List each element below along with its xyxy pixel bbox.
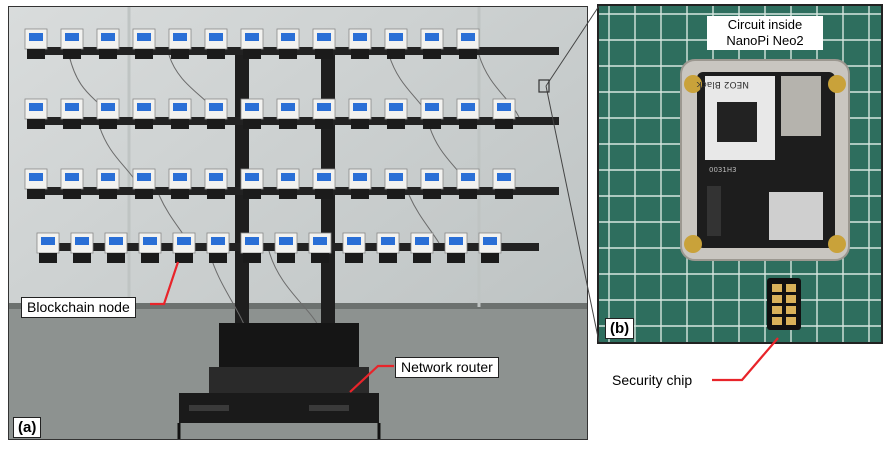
node-device (132, 98, 156, 129)
testbed-photo: Blockchain node Network router (a) (8, 6, 588, 440)
node-device (348, 28, 372, 59)
blockchain-node-label: Blockchain node (21, 297, 136, 318)
node-device (240, 168, 264, 199)
node-device (312, 98, 336, 129)
network-router-label: Network router (395, 357, 499, 378)
node-device (96, 28, 120, 59)
node-device (172, 232, 196, 263)
node-device (342, 232, 366, 263)
node-device (168, 98, 192, 129)
serial-text: 0031H3 (709, 166, 737, 174)
node-device (456, 28, 480, 59)
node-device (204, 28, 228, 59)
chip-pad (772, 317, 782, 325)
testbed-photo-drawing (9, 7, 587, 439)
pin-header (707, 186, 721, 236)
standoff (684, 75, 702, 93)
node-device (456, 168, 480, 199)
panel-a-tag: (a) (13, 417, 42, 438)
node-device (60, 28, 84, 59)
security-chip-pads (772, 284, 796, 325)
node-device (240, 28, 264, 59)
chip-pad (786, 295, 796, 303)
node-device (96, 98, 120, 129)
node-device (240, 232, 264, 263)
node-device (96, 168, 120, 199)
cutting-mat-drawing: NEO2 Black 0031H3 (599, 6, 881, 342)
node-device (420, 168, 444, 199)
node-device (456, 98, 480, 129)
sd-card-slot (769, 192, 823, 240)
node-device (478, 232, 502, 263)
node-device (312, 168, 336, 199)
node-device (444, 232, 468, 263)
node-device (410, 232, 434, 263)
chip-pad (786, 284, 796, 292)
board-text: NEO2 Black (696, 79, 749, 89)
node-device (132, 28, 156, 59)
panel-b-tag: (b) (605, 318, 635, 339)
node-device (308, 232, 332, 263)
node-device (492, 98, 516, 129)
node-device (168, 28, 192, 59)
standoff (684, 235, 702, 253)
usb-port (781, 76, 821, 136)
chip-pad (772, 306, 782, 314)
node-device (384, 98, 408, 129)
node-device (132, 168, 156, 199)
standoff (828, 75, 846, 93)
node-device (70, 232, 94, 263)
node-device (60, 98, 84, 129)
node-device (376, 232, 400, 263)
node-device (276, 168, 300, 199)
node-device (138, 232, 162, 263)
chip-pad (772, 284, 782, 292)
node-device (24, 28, 48, 59)
node-device (274, 232, 298, 263)
node-device (384, 168, 408, 199)
node-device (312, 28, 336, 59)
chip-pad (786, 317, 796, 325)
qr-code (717, 102, 757, 142)
node-device (240, 98, 264, 129)
node-device (204, 98, 228, 129)
node-device (348, 98, 372, 129)
chip-pad (772, 295, 782, 303)
node-device (384, 28, 408, 59)
nanopi-closeup-photo: NEO2 Black 0031H3 Circuit inside NanoPi … (597, 4, 883, 344)
node-device (36, 232, 60, 263)
node-device (420, 28, 444, 59)
caption-line-1: Circuit inside (727, 17, 803, 32)
standoff (828, 235, 846, 253)
node-device (204, 168, 228, 199)
node-device (24, 168, 48, 199)
security-chip-label: Security chip (612, 372, 693, 388)
blockchain-node-devices (24, 28, 516, 263)
node-device (348, 168, 372, 199)
node-device (60, 168, 84, 199)
caption-line-2: NanoPi Neo2 (726, 33, 804, 48)
security-chip-callout (712, 337, 779, 382)
node-device (492, 168, 516, 199)
node-device (276, 28, 300, 59)
node-device (24, 98, 48, 129)
node-device (420, 98, 444, 129)
node-device (168, 168, 192, 199)
node-device (206, 232, 230, 263)
node-device (104, 232, 128, 263)
circuit-caption: Circuit inside NanoPi Neo2 (707, 16, 823, 50)
node-device (276, 98, 300, 129)
chip-pad (786, 306, 796, 314)
